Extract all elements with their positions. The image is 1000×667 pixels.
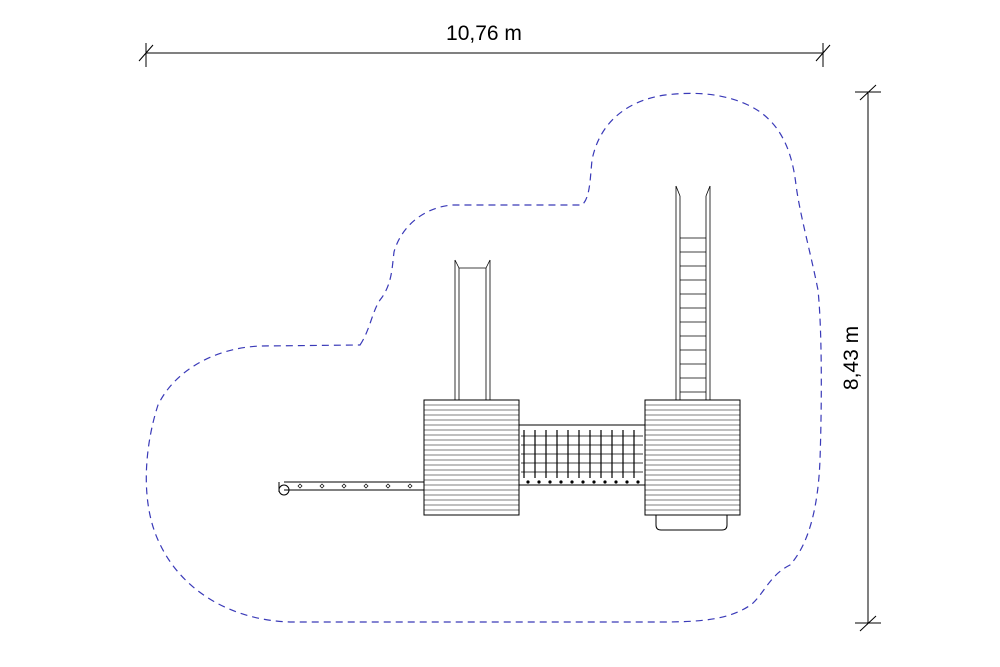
net-anchor <box>625 480 629 484</box>
net-anchor <box>614 480 618 484</box>
height-label: 8,43 m <box>840 326 863 390</box>
height-dimension: 8,43 m <box>840 84 881 632</box>
net-anchor <box>570 480 574 484</box>
net-bridge-icon <box>518 424 646 486</box>
safety-zone-outline <box>145 92 822 623</box>
net-anchor <box>559 480 563 484</box>
net-anchor <box>603 480 607 484</box>
beam-marker <box>341 483 347 489</box>
net-anchor <box>581 480 585 484</box>
net-anchor <box>537 480 541 484</box>
beam-marker <box>363 483 369 489</box>
net-anchor <box>636 480 640 484</box>
platform-icon <box>423 399 520 516</box>
beam-marker <box>319 483 325 489</box>
net-anchor <box>526 480 530 484</box>
net-anchor <box>592 480 596 484</box>
width-dimension: 10,76 m <box>138 22 831 67</box>
balance-beam-icon <box>278 481 424 496</box>
slide-icon <box>454 259 491 400</box>
beam-marker <box>407 483 413 489</box>
ladder-icon <box>675 185 711 400</box>
beam-marker <box>385 483 391 489</box>
width-label: 10,76 m <box>446 22 522 45</box>
beam-marker <box>297 483 303 489</box>
platform-icon <box>644 399 741 531</box>
net-anchor <box>548 480 552 484</box>
